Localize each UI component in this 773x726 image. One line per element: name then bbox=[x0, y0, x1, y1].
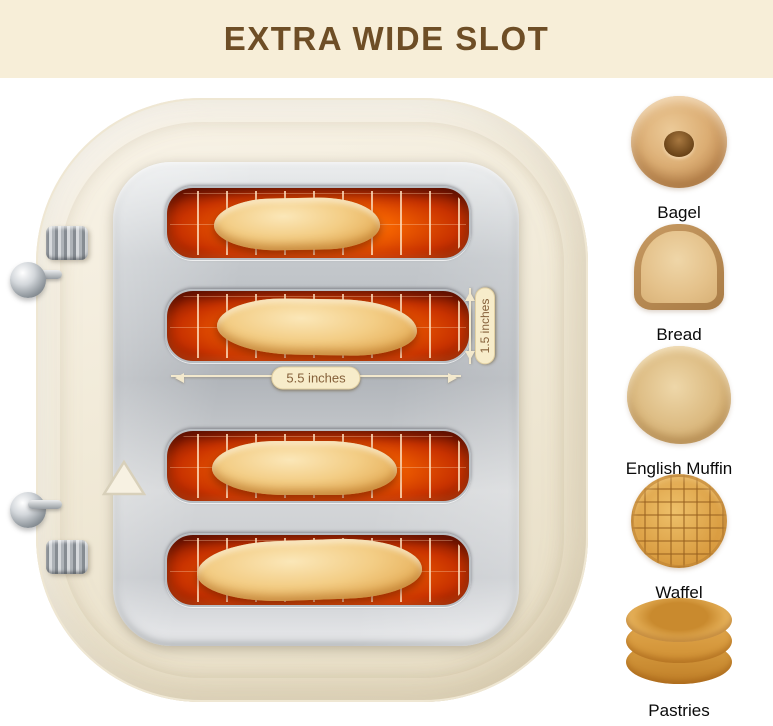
food-item-waffle: Waffel bbox=[597, 474, 761, 603]
food-label-english-muffin: English Muffin bbox=[625, 459, 733, 478]
english-muffin-image bbox=[627, 346, 731, 444]
lever-ball-bottom bbox=[10, 492, 46, 528]
bagel-image bbox=[631, 96, 727, 188]
toast-bread-2 bbox=[216, 297, 418, 357]
pastries-image bbox=[623, 598, 735, 686]
food-item-bread: Bread bbox=[597, 224, 761, 345]
food-item-bagel: Bagel bbox=[597, 96, 761, 223]
toast-slot-4 bbox=[165, 533, 471, 607]
toast-bread-1 bbox=[213, 196, 381, 252]
lever-rod-bottom bbox=[28, 500, 62, 509]
food-label-pastries: Pastries bbox=[648, 701, 710, 720]
bread-image bbox=[634, 224, 724, 310]
page-title: EXTRA WIDE SLOT bbox=[223, 20, 550, 57]
width-dimension-label: 5.5 inches bbox=[271, 366, 361, 390]
food-label-waffle: Waffel bbox=[655, 583, 703, 602]
width-dimension-arrow: 5.5 inches bbox=[171, 366, 461, 390]
header-banner: EXTRA WIDE SLOT bbox=[0, 0, 773, 78]
bagel-hole bbox=[664, 130, 694, 157]
food-label-bread: Bread bbox=[656, 325, 702, 344]
toast-slot-3 bbox=[165, 429, 471, 503]
toast-bread-3 bbox=[212, 441, 397, 495]
food-item-pastries: Pastries bbox=[597, 598, 761, 721]
food-label-bagel: Bagel bbox=[657, 203, 701, 222]
toaster-body: 5.5 inches 1.5 inches bbox=[36, 98, 588, 702]
lever-knob-bottom bbox=[46, 540, 88, 574]
food-item-english-muffin: English Muffin bbox=[597, 346, 761, 479]
height-dimension-arrow: 1.5 inches bbox=[465, 287, 495, 365]
waffle-image bbox=[631, 474, 727, 568]
lever-knob-top bbox=[46, 226, 88, 260]
pancake-layer bbox=[626, 598, 732, 642]
toast-slot-2 bbox=[165, 289, 471, 363]
toast-slot-1 bbox=[165, 186, 471, 260]
steel-panel: 5.5 inches 1.5 inches bbox=[113, 162, 519, 646]
height-dimension-label: 1.5 inches bbox=[475, 287, 495, 365]
bread-crumb bbox=[641, 231, 717, 303]
wide-slot-triangle-icon bbox=[102, 459, 146, 496]
lever-ball-top bbox=[10, 262, 46, 298]
